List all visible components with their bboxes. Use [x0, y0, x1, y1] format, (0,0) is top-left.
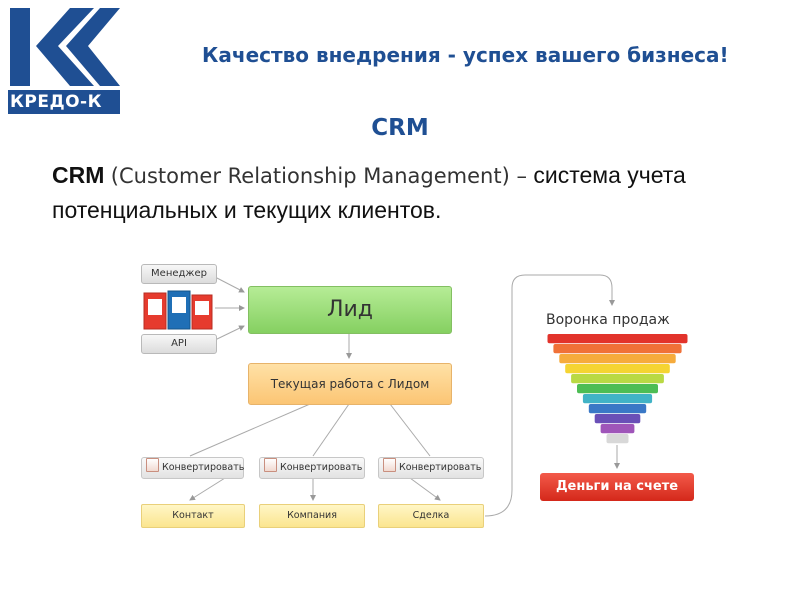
convert-icon — [146, 458, 159, 472]
kredo-k-logo — [8, 6, 120, 114]
convert-label: Конвертировать — [280, 462, 363, 473]
sales-funnel — [547, 334, 688, 444]
source-api: API — [141, 334, 217, 354]
funnel-layer — [571, 374, 664, 384]
funnel-layer — [606, 434, 629, 444]
source-manager: Менеджер — [141, 264, 217, 284]
page-title: CRM — [371, 115, 429, 141]
description-expansion: (Customer Relationship Management) – — [110, 164, 527, 188]
target-contact: Контакт — [141, 504, 245, 528]
slogan: Качество внедрения - успех вашего бизнес… — [202, 43, 729, 67]
description-term: CRM — [52, 162, 105, 188]
funnel-layer — [594, 414, 641, 424]
convert-button[interactable]: Конвертировать — [141, 457, 244, 479]
funnel-layer — [565, 364, 670, 374]
description: CRM (Customer Relationship Management) –… — [52, 158, 772, 227]
funnel-layer — [553, 344, 682, 354]
funnel-layer — [600, 424, 635, 434]
lead-box: Лид — [248, 286, 452, 334]
target-company: Компания — [259, 504, 365, 528]
work-box: Текущая работа с Лидом — [248, 363, 452, 405]
funnel-title: Воронка продаж — [546, 312, 670, 328]
funnel-layer — [547, 334, 688, 344]
logo-text: КРЕДО-К — [10, 92, 103, 112]
funnel-layer — [559, 354, 676, 364]
funnel-layer — [588, 404, 647, 414]
funnel-layer — [577, 384, 658, 394]
convert-icon — [264, 458, 277, 472]
convert-label: Конвертировать — [162, 462, 245, 473]
convert-button[interactable]: Конвертировать — [378, 457, 484, 479]
description-text: система учета потенциальных и текущих кл… — [52, 162, 686, 223]
money-box: Деньги на счете — [540, 473, 694, 501]
funnel-layer — [582, 394, 653, 404]
convert-button[interactable]: Конвертировать — [259, 457, 365, 479]
boxes-image — [143, 290, 213, 330]
target-deal: Сделка — [378, 504, 484, 528]
convert-label: Конвертировать — [399, 462, 482, 473]
convert-icon — [383, 458, 396, 472]
